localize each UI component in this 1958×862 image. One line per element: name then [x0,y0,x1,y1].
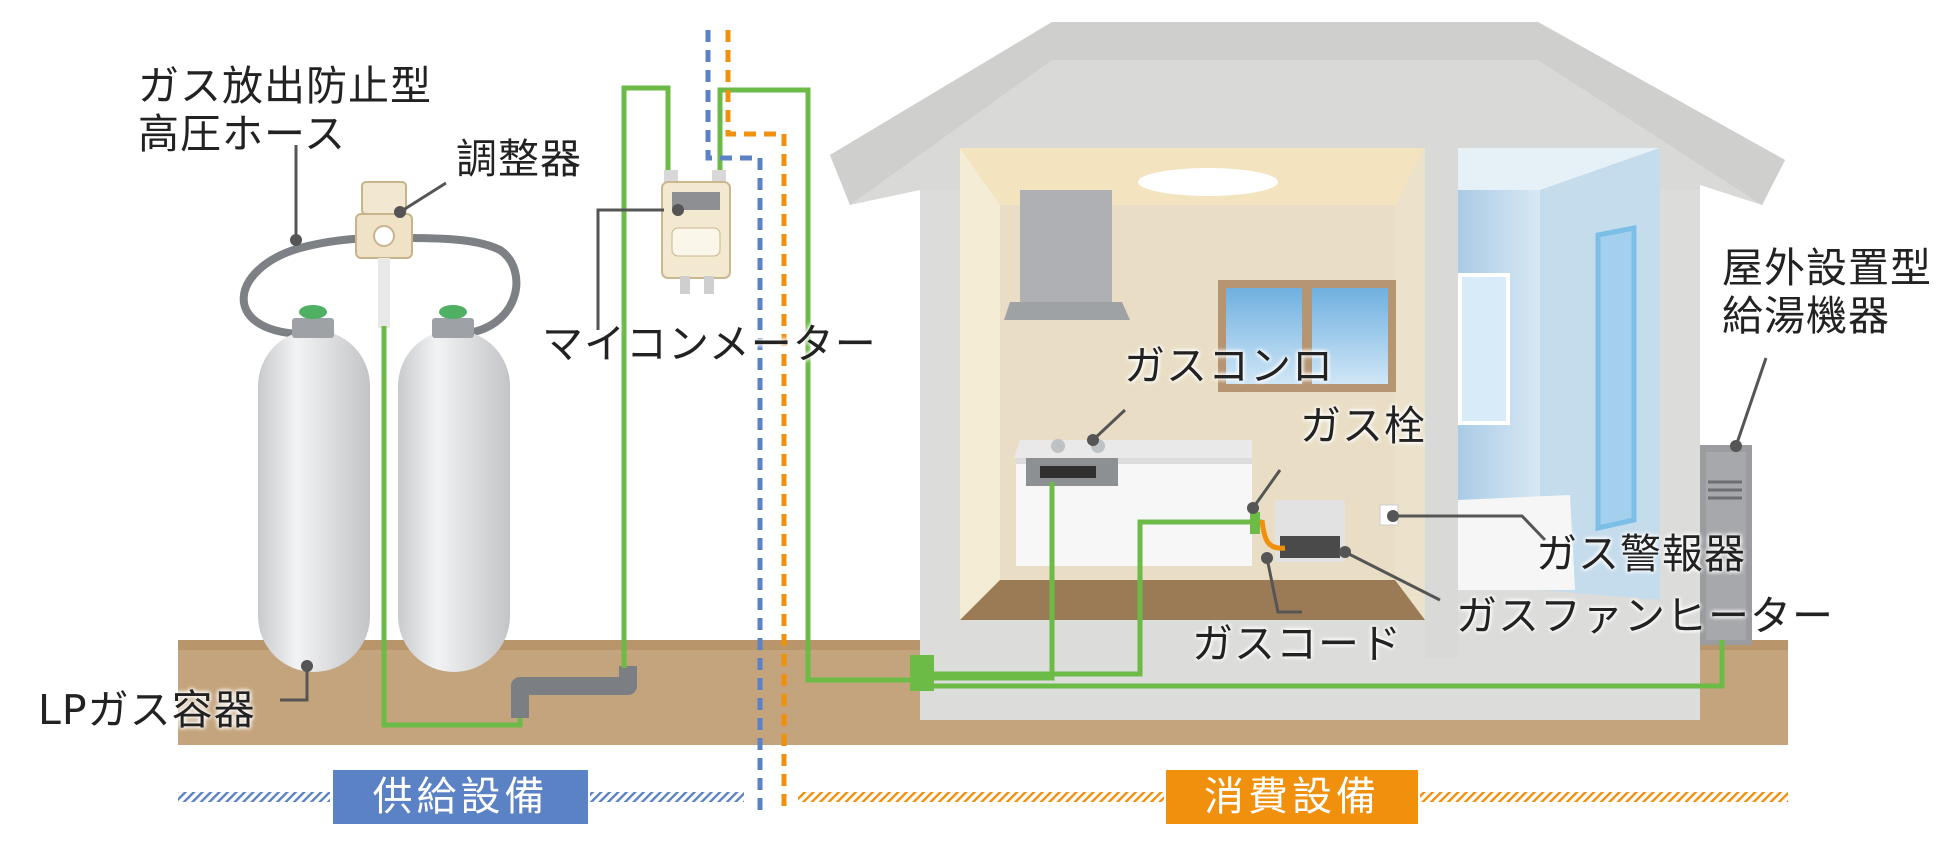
window [1218,280,1396,392]
hose-label: ガス放出防止型 高圧ホース [138,62,432,158]
gas-cord-line [1259,519,1286,551]
hose-label-line2: 高圧ホース [138,110,346,158]
micom-meter-device [661,170,731,294]
boundary-line-orange [725,30,787,810]
regulator-label: 調整器 [456,135,582,183]
outdoor-heater-label: 屋外設置型 給湯機器 [1722,244,1932,340]
supply-hatch-left [178,792,330,802]
boundary-line-blue [705,30,763,810]
lp-gas-cylinders [258,305,510,672]
gas-fan-heater-label: ガスファンヒーター [1456,592,1834,640]
high-pressure-hose [239,234,521,338]
gas-stove-label: ガスコンロ [1124,342,1334,390]
micom-meter-label: マイコンメーター [542,320,877,368]
consumption-section-label: 消費設備 [1204,774,1380,820]
hose-label-line1: ガス放出防止型 [138,62,432,110]
supply-hatch-right [590,792,744,802]
lp-container-label: LPガス容器 [38,686,256,734]
kitchen-counter [1014,439,1252,566]
consumption-hatch-left [798,792,1164,802]
junction-box [910,655,934,691]
gas-cord-label: ガスコード [1192,620,1402,668]
leader-lines [280,145,1768,702]
house [830,22,1785,720]
outdoor-heater-label-line2: 給湯機器 [1722,292,1890,340]
supply-section-label: 供給設備 [372,774,549,820]
gas-tap-device [1250,512,1260,534]
regulator-device [355,181,413,328]
leader-dots [290,204,1742,672]
underground-pipe [511,666,637,718]
outdoor-heater-label-line1: 屋外設置型 [1722,244,1932,292]
outdoor-water-heater [1700,445,1752,645]
consumption-hatch-right [1420,792,1788,802]
gas-alarm-label: ガス警報器 [1536,530,1746,578]
bathroom [1425,148,1660,658]
fan-heater-unit [1275,500,1345,562]
range-hood [1004,190,1130,320]
gas-tap-label: ガス栓 [1300,402,1426,450]
